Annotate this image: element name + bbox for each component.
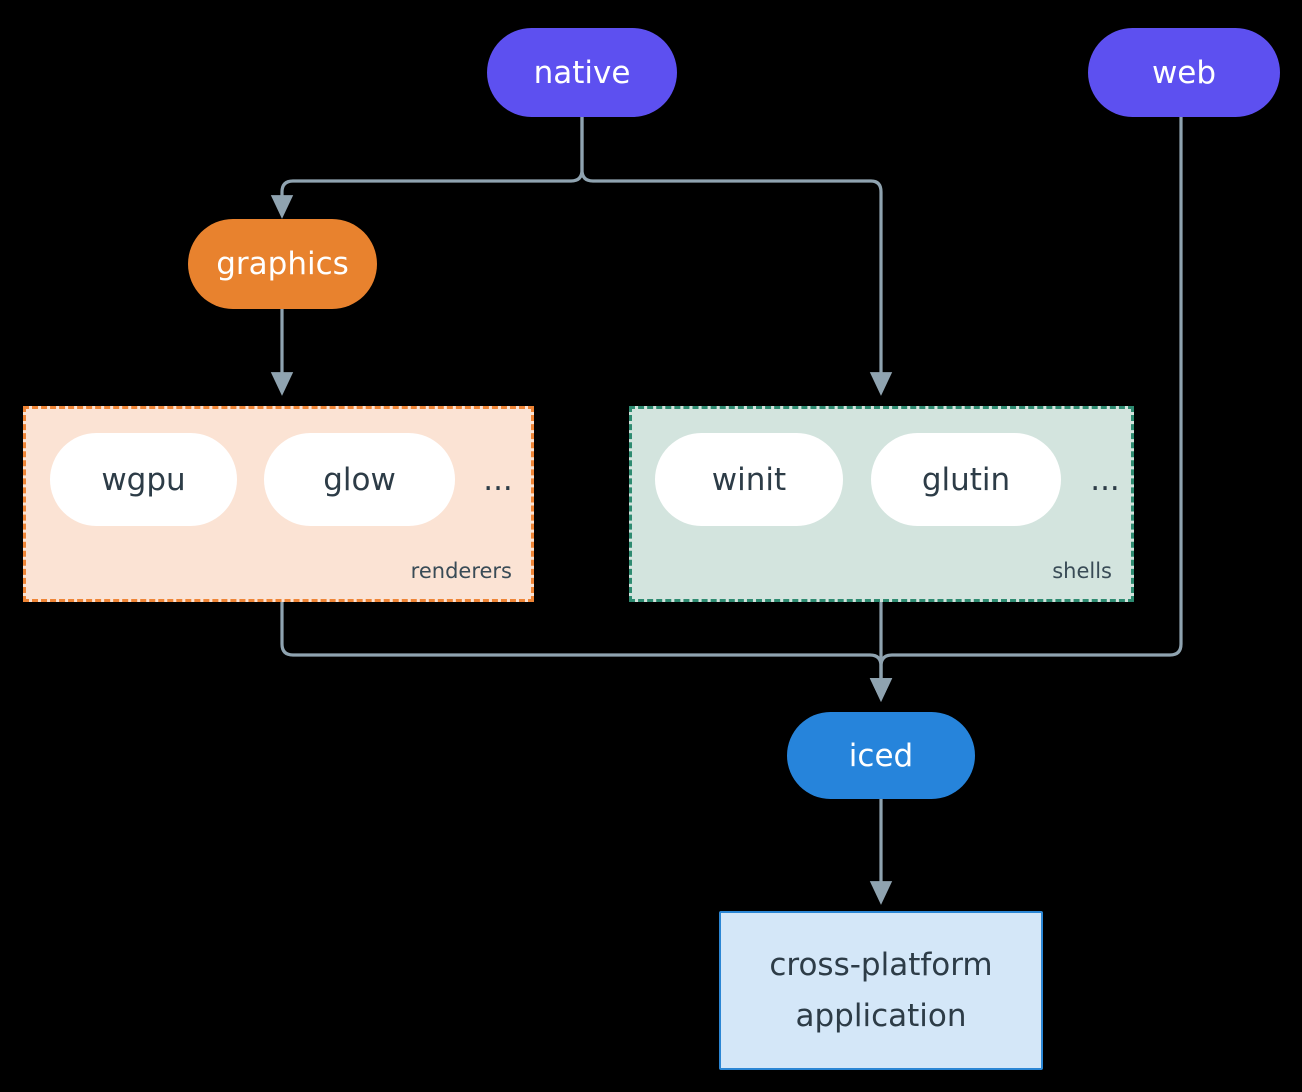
node-web-label: web	[1151, 54, 1217, 91]
node-application-line1: cross-platform	[769, 947, 993, 984]
node-web[interactable]: web	[1088, 28, 1280, 117]
group-item-glow[interactable]: glow	[264, 433, 455, 526]
group-item-winit-label: winit	[711, 461, 787, 498]
group-item-glutin-label: glutin	[921, 461, 1011, 498]
node-iced-label: iced	[848, 737, 914, 774]
group-item-glutin[interactable]: glutin	[871, 433, 1061, 526]
group-item-wgpu[interactable]: wgpu	[50, 433, 237, 526]
group-shells-label: shells	[1052, 559, 1112, 583]
node-native[interactable]: native	[487, 28, 677, 117]
edge-native-shells	[580, 117, 893, 396]
node-application-line2: application	[795, 997, 967, 1034]
edge-native-graphics	[270, 117, 584, 219]
group-renderers-label: renderers	[410, 559, 512, 583]
group-item-glow-label: glow	[323, 461, 396, 498]
node-iced[interactable]: iced	[787, 712, 975, 799]
group-item-wgpu-label: wgpu	[101, 461, 186, 498]
node-graphics-label: graphics	[216, 246, 349, 282]
edge-renderers-iced	[280, 602, 893, 702]
node-application[interactable]: cross-platform application	[719, 911, 1043, 1070]
group-item-winit[interactable]: winit	[655, 433, 843, 526]
edge-web-iced	[869, 117, 1183, 702]
node-native-label: native	[533, 54, 631, 91]
group-shells-overflow: ...	[1090, 461, 1120, 498]
node-graphics[interactable]: graphics	[188, 219, 377, 309]
group-renderers-overflow: ...	[483, 461, 513, 498]
